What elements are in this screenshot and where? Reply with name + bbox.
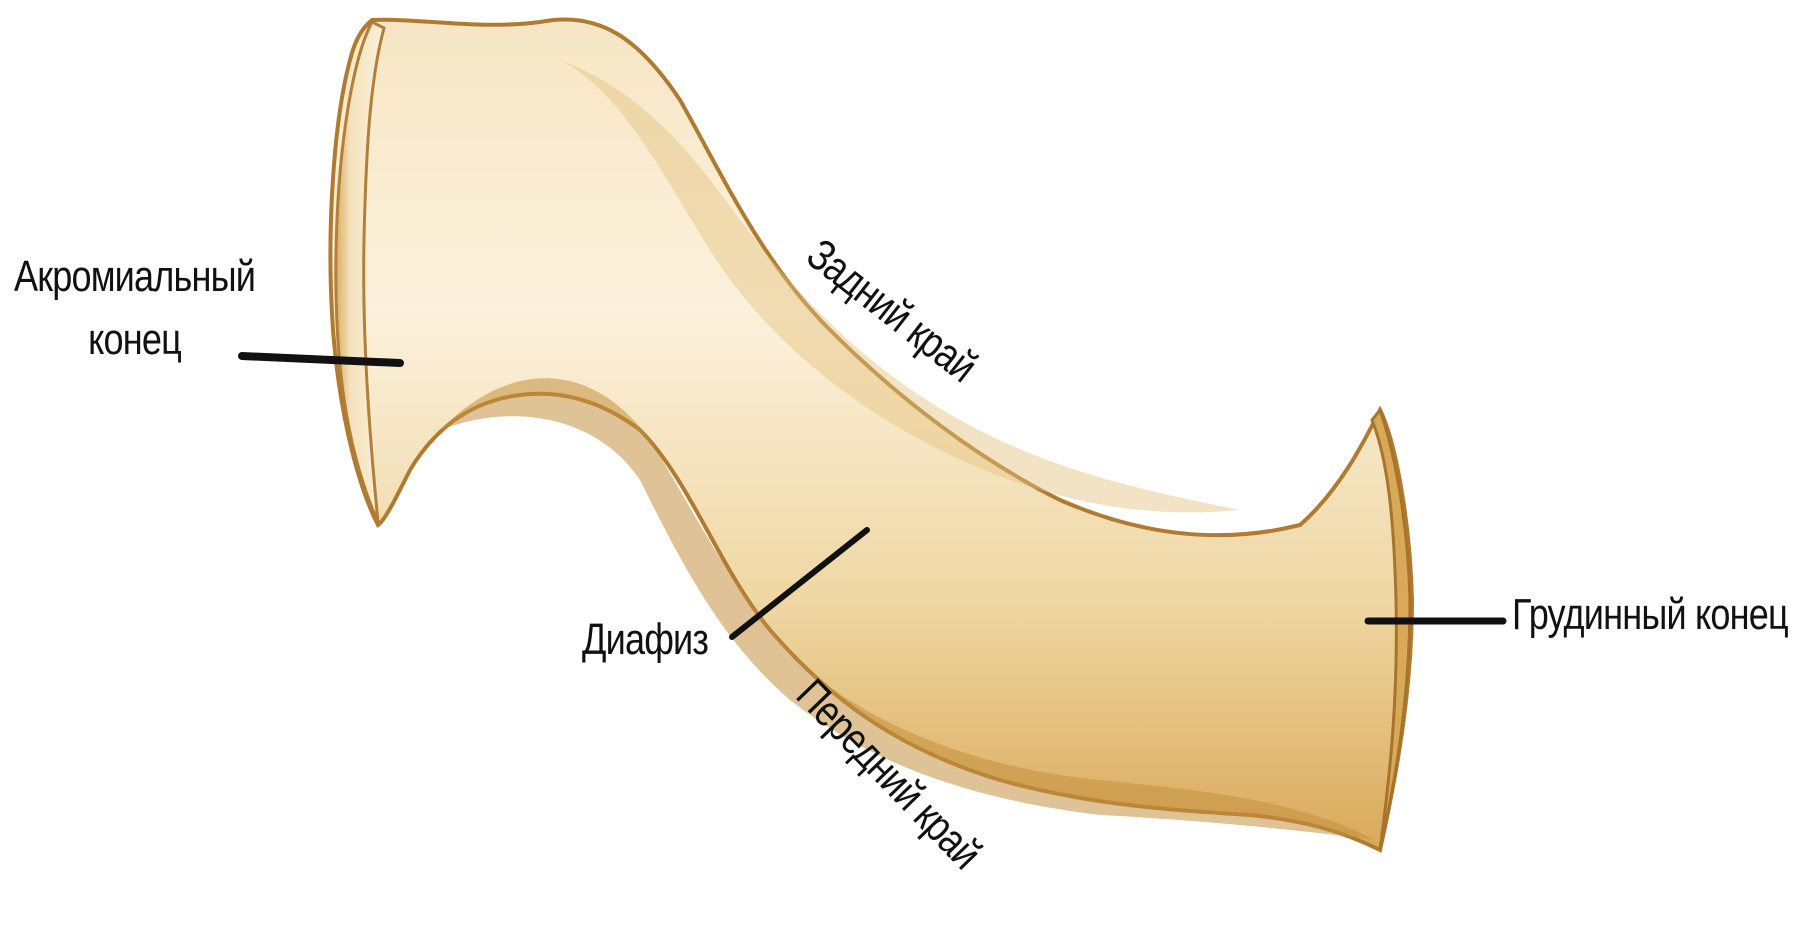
diaphysis-label: Диафиз <box>582 618 708 662</box>
acromial-end-label-line1: Акромиальный <box>14 248 255 305</box>
acromial-end-label-line2: конец <box>14 311 255 368</box>
sternal-end-label: Грудинный конец <box>1512 593 1788 637</box>
acromial-end-label: Акромиальный конец <box>14 248 255 368</box>
